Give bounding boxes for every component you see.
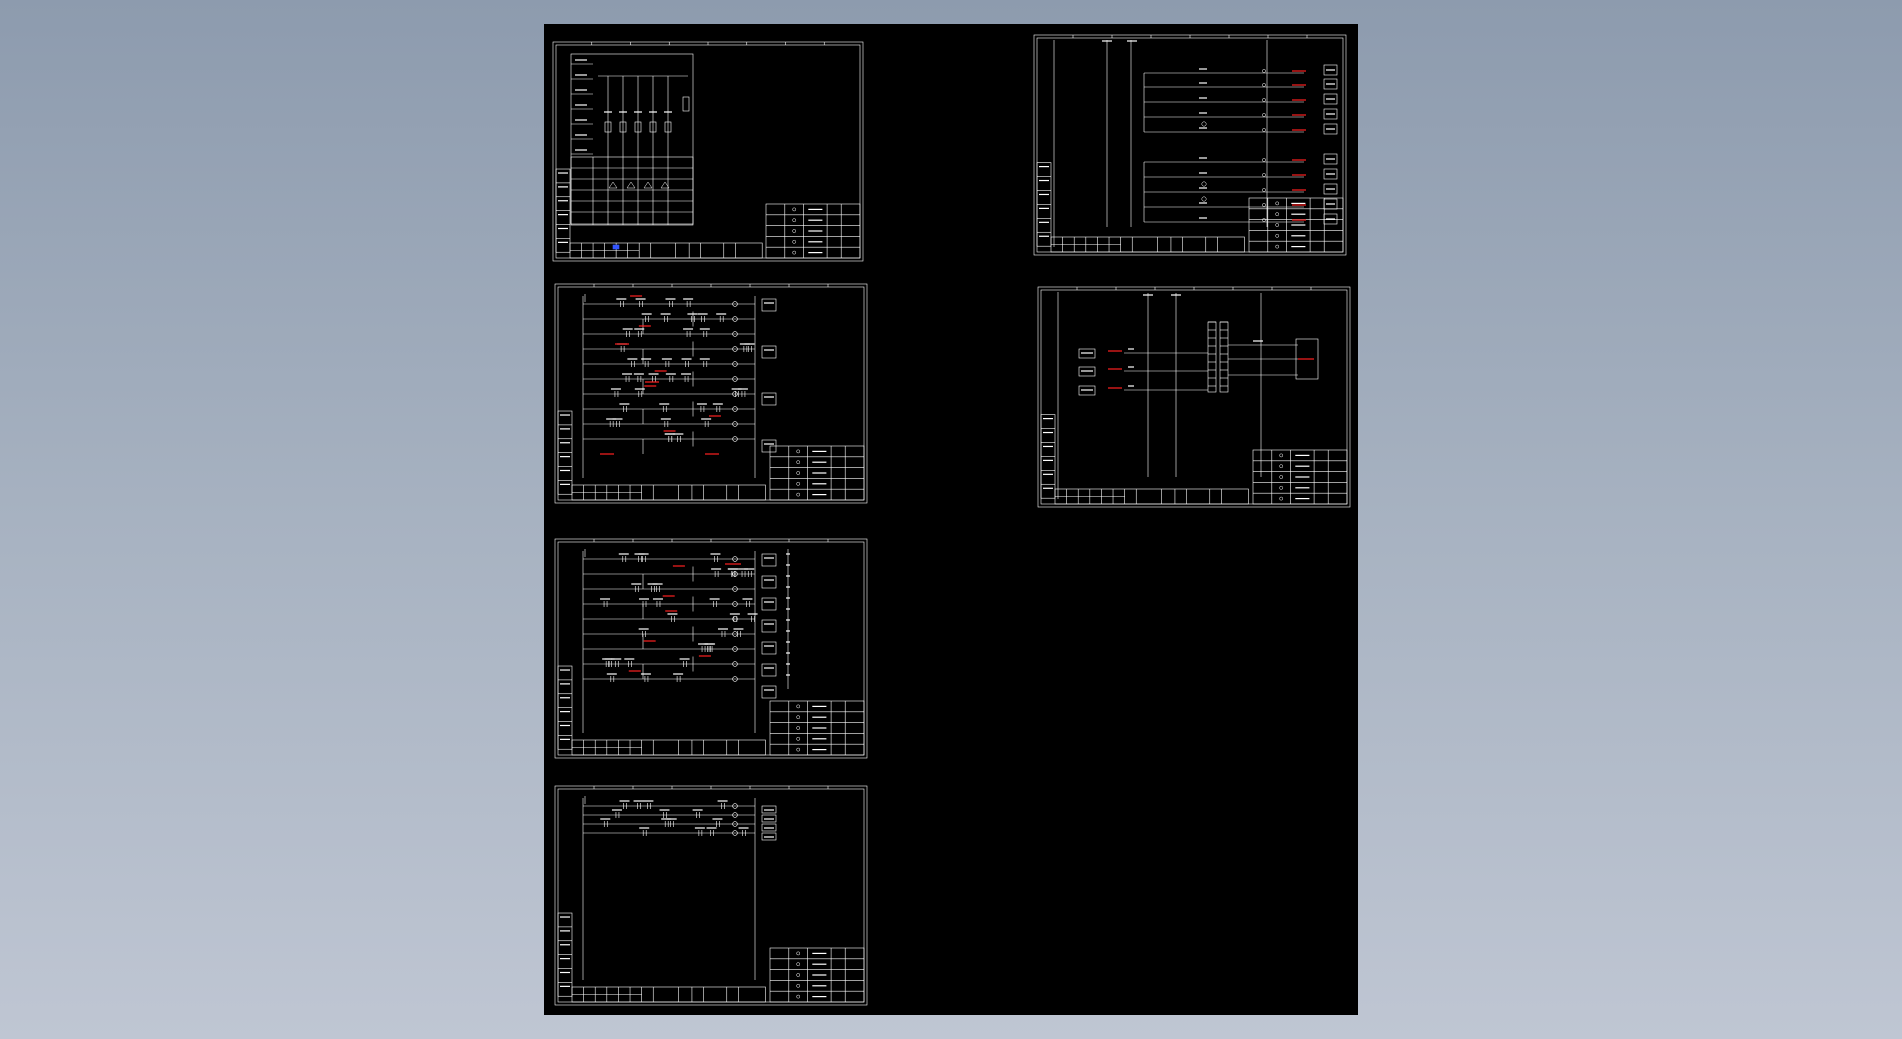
drawing-sheet[interactable] [1037,286,1351,508]
sheets-layer [552,34,1351,1006]
drawing-sheet[interactable] [554,538,868,759]
drawing-sheet[interactable] [1033,34,1347,256]
model-space-background [544,24,1358,1015]
drawing-sheet[interactable] [554,785,868,1006]
drawing-sheet[interactable] [554,283,868,504]
drawing-sheet[interactable] [552,41,864,262]
